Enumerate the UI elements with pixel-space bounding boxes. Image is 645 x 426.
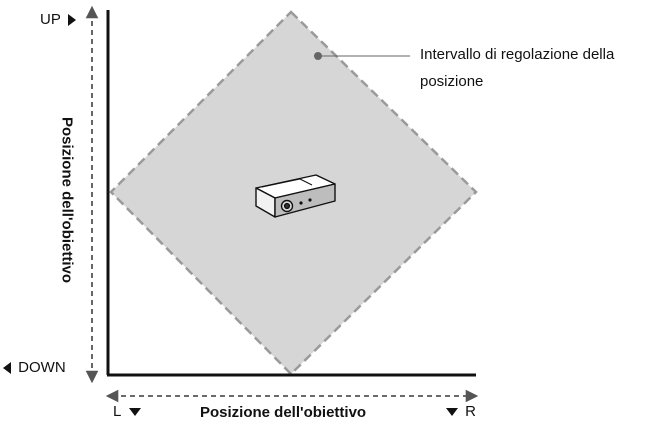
right-label: R xyxy=(465,403,477,420)
callout-text-line2: posizione xyxy=(420,73,484,90)
down-label: DOWN xyxy=(18,359,66,376)
left-label-group: L xyxy=(113,403,141,421)
y-axis-title-wrap: Posizione dell'obiettivo xyxy=(57,105,77,295)
up-label-group: UP xyxy=(40,11,76,29)
right-label-group: R xyxy=(446,403,476,421)
callout-text-line1: Intervallo di regolazione della xyxy=(420,46,615,63)
projector-icon xyxy=(255,174,336,218)
y-axis-title: Posizione dell'obiettivo xyxy=(58,116,76,284)
triangle-down-icon xyxy=(446,408,458,417)
left-label: L xyxy=(113,403,121,420)
triangle-down-icon xyxy=(128,408,141,417)
down-label-group: DOWN xyxy=(3,359,66,377)
triangle-left-icon xyxy=(3,362,11,375)
x-axis-title: Posizione dell'obiettivo xyxy=(200,404,367,421)
up-label: UP xyxy=(40,11,61,28)
triangle-right-icon xyxy=(67,14,76,27)
